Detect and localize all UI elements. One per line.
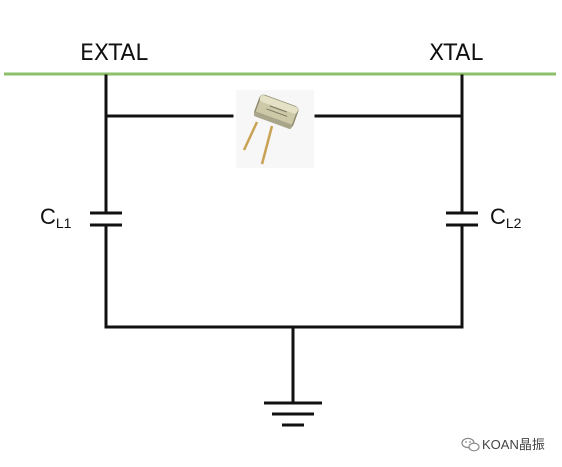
cl1-label: CL1 [40, 204, 72, 231]
cl2-main: C [490, 204, 506, 229]
capacitor-cl2 [446, 211, 478, 227]
watermark: KOAN晶振 [461, 437, 545, 452]
xtal-label: XTAL [429, 41, 483, 66]
extal-label: EXTAL [80, 41, 148, 66]
cl1-sub: L1 [56, 215, 72, 231]
wechat-icon [461, 437, 480, 452]
watermark-text: KOAN晶振 [482, 437, 545, 452]
crystal-resonator-icon [236, 90, 314, 168]
cl1-main: C [40, 204, 56, 229]
capacitor-cl1 [90, 211, 122, 227]
cl2-sub: L2 [506, 215, 522, 231]
ground-icon [264, 401, 322, 427]
cl2-label: CL2 [490, 204, 522, 231]
